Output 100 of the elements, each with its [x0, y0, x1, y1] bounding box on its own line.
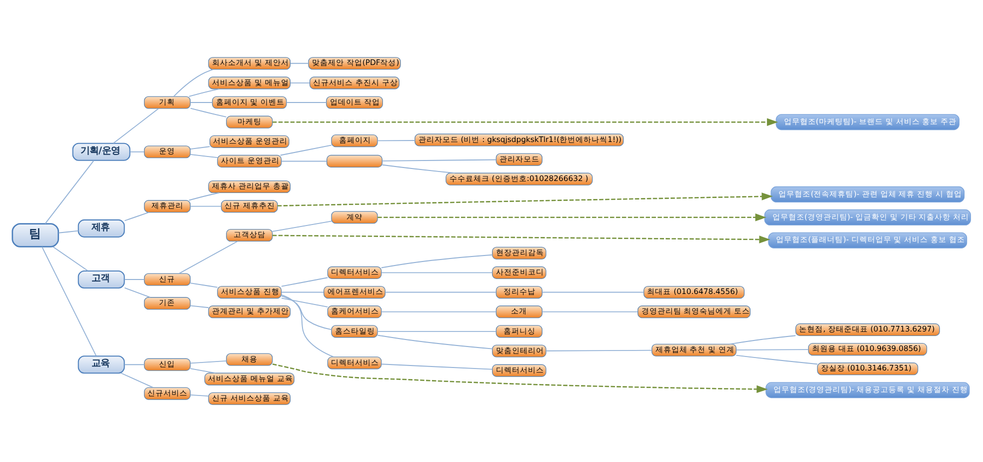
node-box: 서비스상품 메뉴얼 교육	[204, 372, 294, 386]
node-box: 관리자모드 (비번 : gksqjsdpgkskTlr1!(한번에하나씩1!))	[414, 134, 624, 146]
node-box: 제휴업체 추천 및 연계	[652, 344, 736, 356]
connector	[188, 88, 220, 97]
connector	[290, 82, 310, 84]
connector	[190, 360, 227, 364]
node-box: 채용	[226, 353, 273, 366]
connector	[542, 292, 644, 293]
connector	[290, 62, 309, 64]
node-box: 계약	[331, 211, 378, 224]
node-box: 제휴사 관리업무 총괄	[208, 180, 291, 194]
node-box: 서비스상품 운영관리	[210, 135, 290, 148]
connector	[736, 349, 809, 350]
node-box: 팀	[12, 223, 60, 248]
node-box: 제휴	[78, 219, 125, 238]
connector	[190, 305, 209, 308]
node-box: 신규 서비스상품 교육	[208, 392, 291, 405]
connector	[281, 160, 328, 162]
connector	[190, 154, 218, 158]
connector	[124, 279, 145, 280]
arrow	[278, 192, 773, 206]
node-box: 디렉터서비스	[492, 364, 546, 377]
connector	[546, 350, 652, 352]
connector	[190, 108, 227, 118]
node-box: 서비스상품 및 메뉴얼	[208, 76, 291, 90]
connector	[52, 246, 88, 272]
node-box: 정리수납	[496, 286, 542, 299]
node-box: 홈케어서비스	[327, 306, 382, 318]
connector	[272, 220, 332, 232]
node-box: 경영관리팀 최영숙님에게 토스	[638, 306, 751, 318]
connector	[736, 354, 818, 365]
connector	[44, 160, 94, 224]
node-box: 수수료체크 (인증번호:01028266632 )	[446, 172, 593, 186]
connector	[124, 287, 151, 298]
node-box: 디렉터서비스	[327, 266, 382, 279]
node-box: 운영	[144, 146, 191, 158]
node-box: 업무협조(경영관리팀)- 입금확인 및 기타 지출사항 처리	[764, 209, 971, 226]
node-box: 사이트 운영관리	[217, 154, 282, 168]
connector	[281, 292, 324, 293]
connector	[381, 364, 493, 370]
connector	[280, 144, 332, 156]
node-box: 홈스타일링	[331, 325, 378, 338]
connector	[178, 240, 238, 274]
connector	[281, 298, 328, 308]
connector	[112, 108, 160, 144]
connector	[190, 282, 218, 288]
connector	[380, 254, 493, 268]
node-box: 홈페이지	[331, 134, 378, 148]
node-box: 홈퍼니싱	[496, 325, 542, 338]
connector	[190, 206, 222, 207]
arrow	[272, 234, 770, 244]
node-box: 서비스상품 진행	[217, 286, 282, 299]
node-box: 관리자모드	[496, 153, 542, 166]
connector	[130, 151, 144, 152]
node-box: 신규 제휴추진	[220, 200, 278, 213]
node-box: 기획	[144, 96, 191, 109]
node-box: 맞춤인테리어	[492, 344, 546, 358]
arrow	[378, 214, 766, 222]
connector	[382, 159, 497, 162]
connector	[382, 164, 456, 174]
connector	[173, 68, 214, 97]
node-box: 교육	[78, 356, 125, 374]
node-box: 업무협조(마케팅팀)- 브랜드 및 서비스 홍보 주관	[776, 114, 960, 130]
node-box: 회사소개서 및 제안서	[208, 57, 291, 70]
connector	[381, 311, 497, 312]
connector	[377, 140, 416, 142]
connector	[542, 311, 638, 312]
connector	[377, 330, 496, 332]
connector	[190, 394, 209, 397]
node-box: 업데이트 작업	[326, 96, 383, 109]
node-box: 홈페이지 및 이벤트	[212, 96, 287, 109]
node-box: 사전준비코디	[492, 266, 546, 279]
node-box: 관계관리 및 추가제안	[208, 306, 291, 318]
connector	[42, 246, 97, 356]
connector	[188, 192, 220, 201]
node-box: 최원용 대표 (010.9639.0856)	[808, 342, 928, 356]
connector	[286, 102, 327, 103]
connector	[729, 335, 796, 345]
node-box: 소개	[496, 306, 542, 318]
node-box: 기획/운영	[72, 142, 130, 161]
node-box: 신규서비스	[144, 387, 191, 400]
node-box: 제휴관리	[144, 200, 191, 213]
connector	[377, 334, 493, 350]
node-box: 에어프렌서비스	[324, 286, 386, 299]
node-box: 업무협조(전속제휴팀)- 관련 업체 제휴 진행 시 협업	[770, 186, 965, 202]
node-box	[326, 154, 382, 168]
node-box: 맞춤제안 작업(PDF작성)	[308, 57, 401, 70]
connector	[190, 368, 216, 374]
connector	[190, 146, 210, 150]
connector	[381, 272, 493, 274]
connector	[281, 296, 332, 330]
connector	[120, 372, 154, 388]
node-box: 고객상담	[226, 228, 273, 242]
node-box: 기존	[144, 297, 191, 310]
node-box: 디렉터서비스	[327, 356, 382, 370]
node-box: 현장관리감독	[492, 246, 546, 260]
node-box: 고객	[78, 270, 125, 289]
node-box: 마케팅	[226, 116, 273, 128]
connector	[281, 277, 328, 287]
node-box: 업무협조(경영관리팀)- 채용공고등록 및 채용절차 진행	[766, 382, 970, 398]
